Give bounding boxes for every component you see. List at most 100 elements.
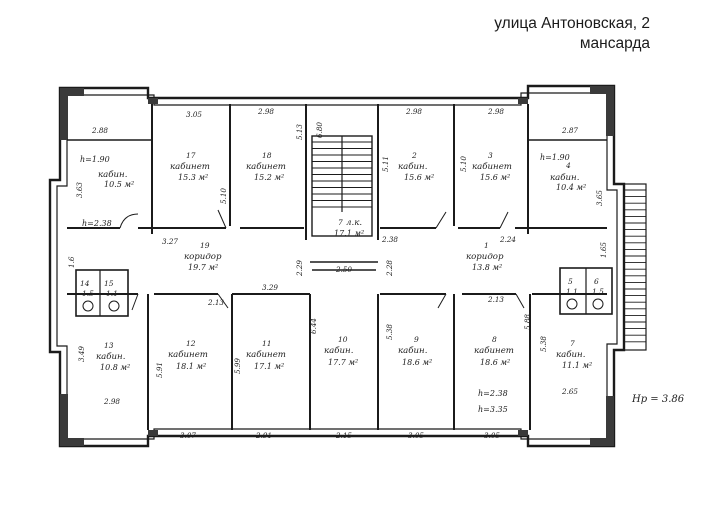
dim-vert-1: 3.63 [75,182,84,198]
room-13-name: кабин. [96,351,125,362]
height-total: Hр = 3.86 [631,394,685,405]
room-3-name: кабинет [472,161,512,172]
height-lower-1: h=2.38 [478,389,508,398]
room-stair-area: 17.1 м² [334,229,364,238]
room-19-area: 19.7 м² [188,263,218,272]
room-17-name: кабинет [170,161,210,172]
dim-vert-18: 1.6 [67,256,76,268]
room-13-area: 10.8 м² [100,363,130,372]
room-5-area: 1.1 [566,287,578,296]
dim-vert-12: 5.88 [523,314,532,330]
dim-top-3: 2.98 [257,107,274,116]
dim-bottom-6: 3.05 [484,431,500,440]
room-14-number: 14 [80,279,90,288]
dim-vert-14: 3.49 [77,346,86,362]
height-lower-2: h=3.35 [478,405,508,414]
height-corridor-left: h=2.38 [82,219,112,228]
dim-mid-5: 3.29 [262,283,278,292]
room-19-name: коридор [184,252,222,262]
room-7-area: 11.1 м² [562,361,592,370]
dim-bottom-3: 2.91 [255,431,272,440]
lower-partitions [67,261,607,430]
room-6-number: 6 [594,277,599,286]
dim-mid-1: 3.27 [162,237,178,246]
room-12-area: 18.1 м² [176,362,206,371]
dim-vert-13: 5.38 [539,336,548,352]
room-11-area: 17.1 м² [254,362,284,371]
room-11-name: кабинет [246,349,286,360]
room-15-area: 1.1 [106,289,118,298]
room-left-name: кабин. [98,169,127,180]
dim-mid-3: 2.24 [499,235,516,244]
plan-header: улица Антоновская, 2 мансарда [494,14,650,54]
dim-vert-9: 5.99 [233,358,242,374]
dim-mid-4: 2.38 [381,235,398,244]
room-8-name: кабинет [474,345,514,356]
dim-vert-2: 5.10 [219,188,228,204]
dim-vert-15: 2.29 [295,260,304,277]
room-9-name: кабин. [398,345,427,356]
dim-mid-2: 2.50 [335,265,352,274]
room-10-number: 10 [338,335,348,344]
room-left-area: 10.5 м² [104,180,134,189]
room-10-area: 17.7 м² [328,358,358,367]
room-17-area: 15.3 м² [178,173,208,182]
room-14-area: 1.5 [82,289,94,298]
room-12-name: кабинет [168,349,208,360]
room-12-number: 12 [186,339,196,348]
room-18-number: 18 [262,151,272,160]
room-9-area: 18.6 м² [402,358,432,367]
dim-bottom-2: 3.07 [180,431,196,440]
dim-vert-16: 2.28 [385,260,394,277]
wc-right [559,267,613,315]
room-2-name: кабин. [398,161,427,172]
dim-vert-7: 3.65 [595,190,604,206]
room-2-number: 2 [411,151,417,160]
dim-vert-3: 5.13 [295,124,304,140]
room-17-number: 17 [186,151,196,160]
dim-vert-6: 5.10 [459,156,468,172]
room-3-number: 3 [488,151,493,160]
dimension-labels: 2.88 3.05 2.98 2.98 2.98 2.87 2.98 3.07 … [67,107,608,440]
wc-left [75,269,129,317]
dim-mid-6: 2.13 [207,298,224,307]
corner-pilasters [60,86,614,446]
dim-bottom-4: 2.15 [335,431,352,440]
room-13-number: 13 [104,341,114,350]
room-stair-name: л.к. [346,218,362,228]
room-4-number: 4 [565,161,571,170]
room-7-number: 7 [570,339,575,348]
dim-bottom-1: 2.98 [103,397,120,406]
dim-top-2: 3.05 [186,110,202,119]
height-right: h=1.90 [540,153,570,162]
dim-top-4: 2.98 [405,107,422,116]
room-1-area: 13.8 м² [472,263,502,272]
room-9-number: 9 [414,335,419,344]
dim-top-6: 2.87 [561,126,578,135]
room-11-number: 11 [262,339,272,348]
street-address: улица Антоновская, 2 [494,15,650,32]
dim-mid-7: 2.13 [487,295,504,304]
room-stair-number: 7 [338,218,343,227]
room-7-name: кабин. [556,349,585,360]
room-18-name: кабинет [246,161,286,172]
dim-vert-11: 5.38 [385,324,394,340]
room-3-area: 15.6 м² [480,173,510,182]
dim-vert-8: 5.91 [155,362,164,378]
room-18-area: 15.2 м² [254,173,284,182]
room-5-number: 5 [568,277,573,286]
staircase [311,135,373,237]
doors [119,209,525,311]
dim-bottom-7: 2.65 [561,387,578,396]
dim-vert-4: 6.80 [315,122,324,138]
upper-partitions [67,104,607,240]
room-4-area: 10.4 м² [556,183,586,192]
room-19-number: 19 [200,241,210,250]
dim-bottom-5: 3.05 [408,431,424,440]
room-8-number: 8 [492,335,497,344]
room-8-area: 18.6 м² [480,358,510,367]
dim-vert-10: 6.44 [309,318,318,334]
dim-vert-5: 5.11 [381,156,390,172]
room-1-name: коридор [466,252,504,262]
